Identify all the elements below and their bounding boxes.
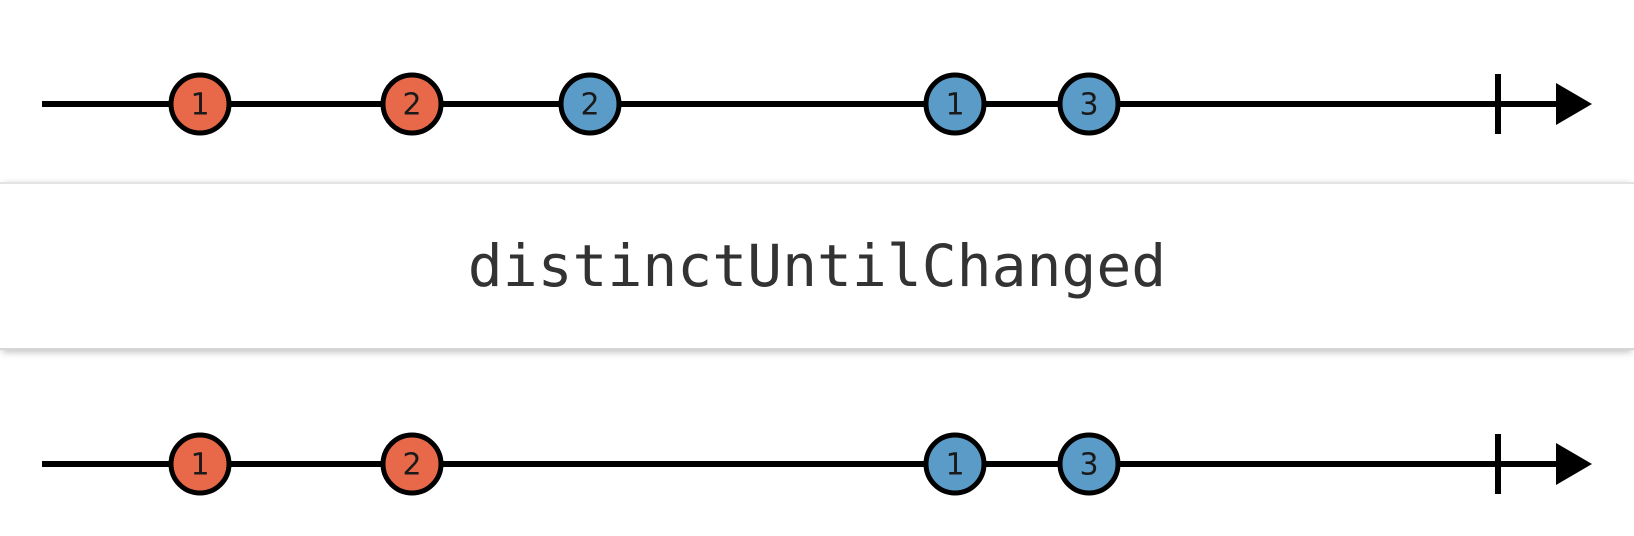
result-marble-circle[interactable] xyxy=(380,432,444,496)
source-timeline-arrowhead xyxy=(1556,83,1592,125)
result-marble[interactable]: 1 xyxy=(168,432,232,496)
result-marble[interactable]: 3 xyxy=(1057,432,1121,496)
result-marble-stream: 1 2 1 3 xyxy=(0,382,1634,502)
result-marble-value: 1 xyxy=(945,448,964,483)
result-marble-circle[interactable] xyxy=(168,432,232,496)
source-marble-circle[interactable] xyxy=(380,72,444,136)
source-marble-circle[interactable] xyxy=(1057,72,1121,136)
source-marble[interactable]: 2 xyxy=(558,72,622,136)
result-marble-value: 3 xyxy=(1079,448,1098,483)
source-marble-value: 3 xyxy=(1079,88,1098,123)
source-marble-circle[interactable] xyxy=(923,72,987,136)
result-marble-value: 2 xyxy=(402,448,421,483)
source-marble-value: 1 xyxy=(945,88,964,123)
source-marble[interactable]: 1 xyxy=(923,72,987,136)
operator-name-label: distinctUntilChanged xyxy=(467,232,1167,300)
source-marble[interactable]: 2 xyxy=(380,72,444,136)
source-marble-circle[interactable] xyxy=(558,72,622,136)
result-marble[interactable]: 2 xyxy=(380,432,444,496)
result-marble-circle[interactable] xyxy=(923,432,987,496)
source-marble-value: 2 xyxy=(580,88,599,123)
result-marble[interactable]: 1 xyxy=(923,432,987,496)
result-stream-canvas: 1 2 1 3 xyxy=(42,432,1592,496)
result-marble-value: 1 xyxy=(190,448,209,483)
source-marble-stream: 1 2 2 1 3 xyxy=(0,22,1634,142)
result-marble-circle[interactable] xyxy=(1057,432,1121,496)
operator-band: distinctUntilChanged xyxy=(0,182,1634,350)
source-marble-value: 2 xyxy=(402,88,421,123)
source-stream-canvas: 1 2 2 1 3 xyxy=(42,72,1592,136)
source-marble[interactable]: 3 xyxy=(1057,72,1121,136)
result-timeline-arrowhead xyxy=(1556,443,1592,485)
source-marble-value: 1 xyxy=(190,88,209,123)
source-marble[interactable]: 1 xyxy=(168,72,232,136)
source-marble-circle[interactable] xyxy=(168,72,232,136)
